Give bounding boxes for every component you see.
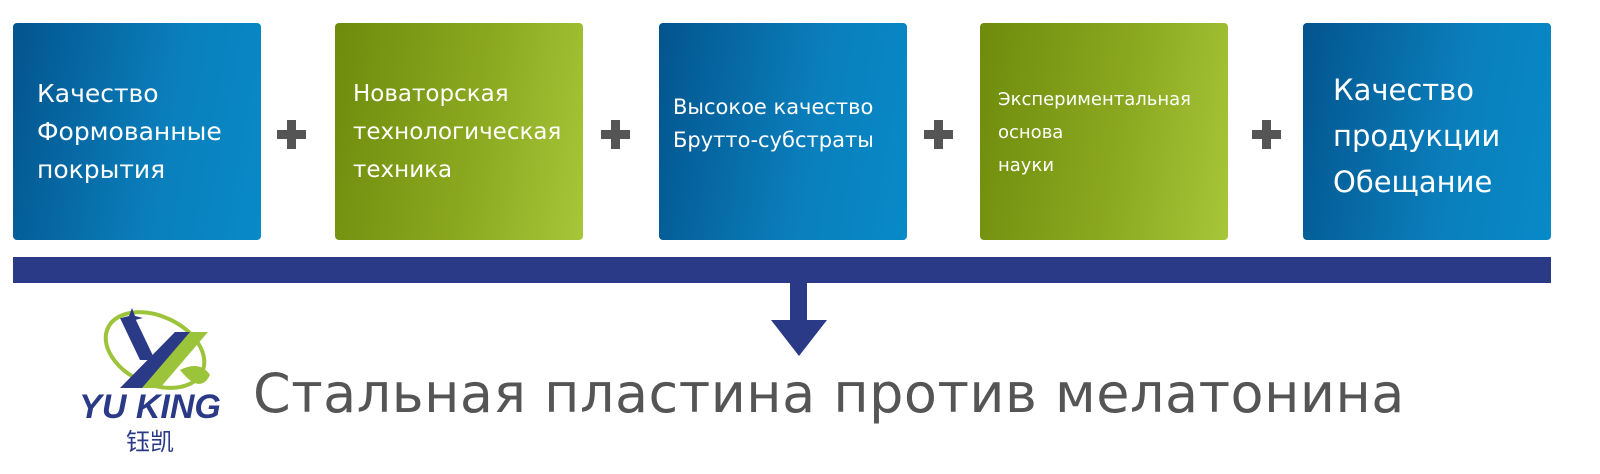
- logo-chinese-text: 钰凯: [126, 428, 174, 456]
- box-line: основа: [998, 122, 1064, 143]
- arrow-head: [771, 320, 827, 356]
- plus-icon: [1246, 112, 1286, 156]
- box-line: Формованные: [37, 116, 222, 146]
- box-line: технологическая: [353, 118, 562, 145]
- box-line: Качество: [1333, 73, 1475, 107]
- box-line: науки: [998, 155, 1055, 176]
- feature-box-experimental-science: Экспериментальная основа науки: [980, 23, 1228, 240]
- box-line: покрытия: [37, 154, 166, 184]
- feature-box-molded-coatings: Качество Формованные покрытия: [13, 23, 261, 240]
- plus-icon: [918, 112, 958, 156]
- box-line: Новаторская: [353, 80, 509, 107]
- box-line: продукции: [1333, 119, 1501, 153]
- box-line: Качество: [37, 78, 159, 108]
- logo-brand-text: YU KING: [79, 388, 221, 426]
- box-line: Обещание: [1333, 165, 1493, 199]
- feature-box-high-quality-substrates: Высокое качество Брутто-субстраты: [659, 23, 907, 240]
- feature-box-quality-promise: Качество продукции Обещание: [1303, 23, 1551, 240]
- plus-icon: [595, 112, 635, 156]
- feature-box-innovative-technology: Новаторская технологическая техника: [335, 23, 583, 240]
- arrow-down-icon: [790, 283, 807, 323]
- box-line: Брутто-субстраты: [673, 128, 874, 152]
- page-title: Стальная пластина против мелатонина: [253, 362, 1405, 425]
- yu-king-logo: YU KING 钰凯: [79, 308, 221, 456]
- box-line: Экспериментальная: [998, 89, 1191, 110]
- combining-bar: [13, 257, 1551, 283]
- box-line: техника: [353, 156, 453, 183]
- box-line: Высокое качество: [673, 95, 874, 119]
- plus-icon: [271, 112, 311, 156]
